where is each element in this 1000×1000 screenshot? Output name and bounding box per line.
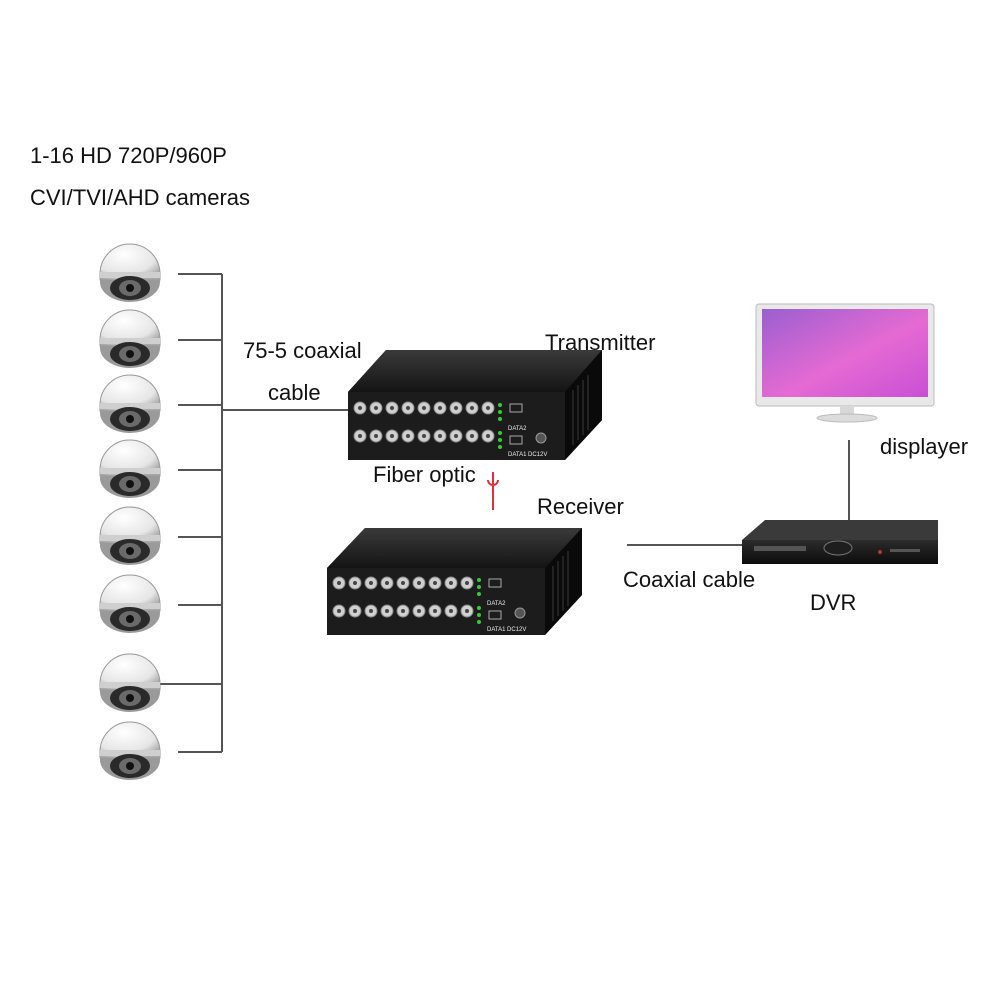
- bnc-connector: [369, 401, 383, 415]
- bnc-connector: [481, 429, 495, 443]
- tx-data2-label: DATA2: [508, 426, 527, 432]
- bnc-connector: [332, 604, 346, 618]
- bnc-connector: [364, 576, 378, 590]
- receiver-bnc-ports: [332, 576, 474, 618]
- coax-label-line-1: 75-5 coaxial: [243, 338, 362, 363]
- bnc-connector: [444, 576, 458, 590]
- bnc-connector: [385, 401, 399, 415]
- bnc-connector: [417, 401, 431, 415]
- tx-data1-label: DATA1: [508, 452, 527, 458]
- transmitter-device: DATA2 DATA1 DC12V: [348, 350, 602, 460]
- bnc-connector: [385, 429, 399, 443]
- bnc-connector: [380, 576, 394, 590]
- bnc-connector: [433, 401, 447, 415]
- fiber-optic-cable: [487, 472, 499, 510]
- transmitter-bnc-ports: [353, 401, 495, 443]
- rx-dc12v-label: DC12V: [507, 627, 526, 633]
- bnc-connector: [353, 401, 367, 415]
- receiver-label: Receiver: [537, 494, 624, 519]
- bnc-connector: [348, 576, 362, 590]
- bnc-connector: [460, 576, 474, 590]
- dome-camera: [99, 653, 161, 712]
- bnc-connector: [412, 576, 426, 590]
- bnc-connector: [428, 576, 442, 590]
- bnc-connector: [364, 604, 378, 618]
- dome-camera: [99, 439, 161, 498]
- bnc-connector: [444, 604, 458, 618]
- bnc-connector: [348, 604, 362, 618]
- monitor-displayer: [755, 303, 935, 423]
- bnc-connector: [401, 401, 415, 415]
- displayer-label: displayer: [880, 434, 969, 459]
- title-line-1: 1-16 HD 720P/960P: [30, 143, 227, 168]
- title-line-2: CVI/TVI/AHD cameras: [30, 185, 251, 210]
- bnc-connector: [481, 401, 495, 415]
- receiver-panel: DATA2 DATA1 DC12V: [477, 578, 526, 633]
- dome-camera: [99, 243, 161, 302]
- camera-group: [99, 243, 161, 780]
- coaxial-cable-label: Coaxial cable: [623, 567, 756, 592]
- bnc-connector: [460, 604, 474, 618]
- bnc-connector: [380, 604, 394, 618]
- bnc-connector: [449, 401, 463, 415]
- coax-label-line-2: cable: [268, 380, 321, 405]
- dvr-device: [742, 520, 938, 564]
- bnc-connector: [417, 429, 431, 443]
- rx-data2-label: DATA2: [487, 601, 506, 607]
- dome-camera: [99, 309, 161, 368]
- dvr-label: DVR: [810, 590, 857, 615]
- dome-camera: [99, 574, 161, 633]
- bnc-connector: [465, 429, 479, 443]
- tx-dc12v-label: DC12V: [528, 452, 547, 458]
- bnc-connector: [412, 604, 426, 618]
- bnc-connector: [428, 604, 442, 618]
- bnc-connector: [353, 429, 367, 443]
- camera-cable-tree: [160, 273, 355, 753]
- bnc-connector: [369, 429, 383, 443]
- receiver-device: DATA2 DATA1 DC12V: [327, 528, 582, 635]
- bnc-connector: [332, 576, 346, 590]
- rx-data1-label: DATA1: [487, 627, 506, 633]
- bnc-connector: [401, 429, 415, 443]
- bnc-connector: [465, 401, 479, 415]
- dome-camera: [99, 721, 161, 780]
- dome-camera: [99, 374, 161, 433]
- dome-camera: [99, 506, 161, 565]
- bnc-connector: [433, 429, 447, 443]
- transmitter-panel: DATA2 DATA1 DC12V: [498, 403, 547, 458]
- fiber-optic-label: Fiber optic: [373, 462, 476, 487]
- bnc-connector: [396, 604, 410, 618]
- bnc-connector: [396, 576, 410, 590]
- bnc-connector: [449, 429, 463, 443]
